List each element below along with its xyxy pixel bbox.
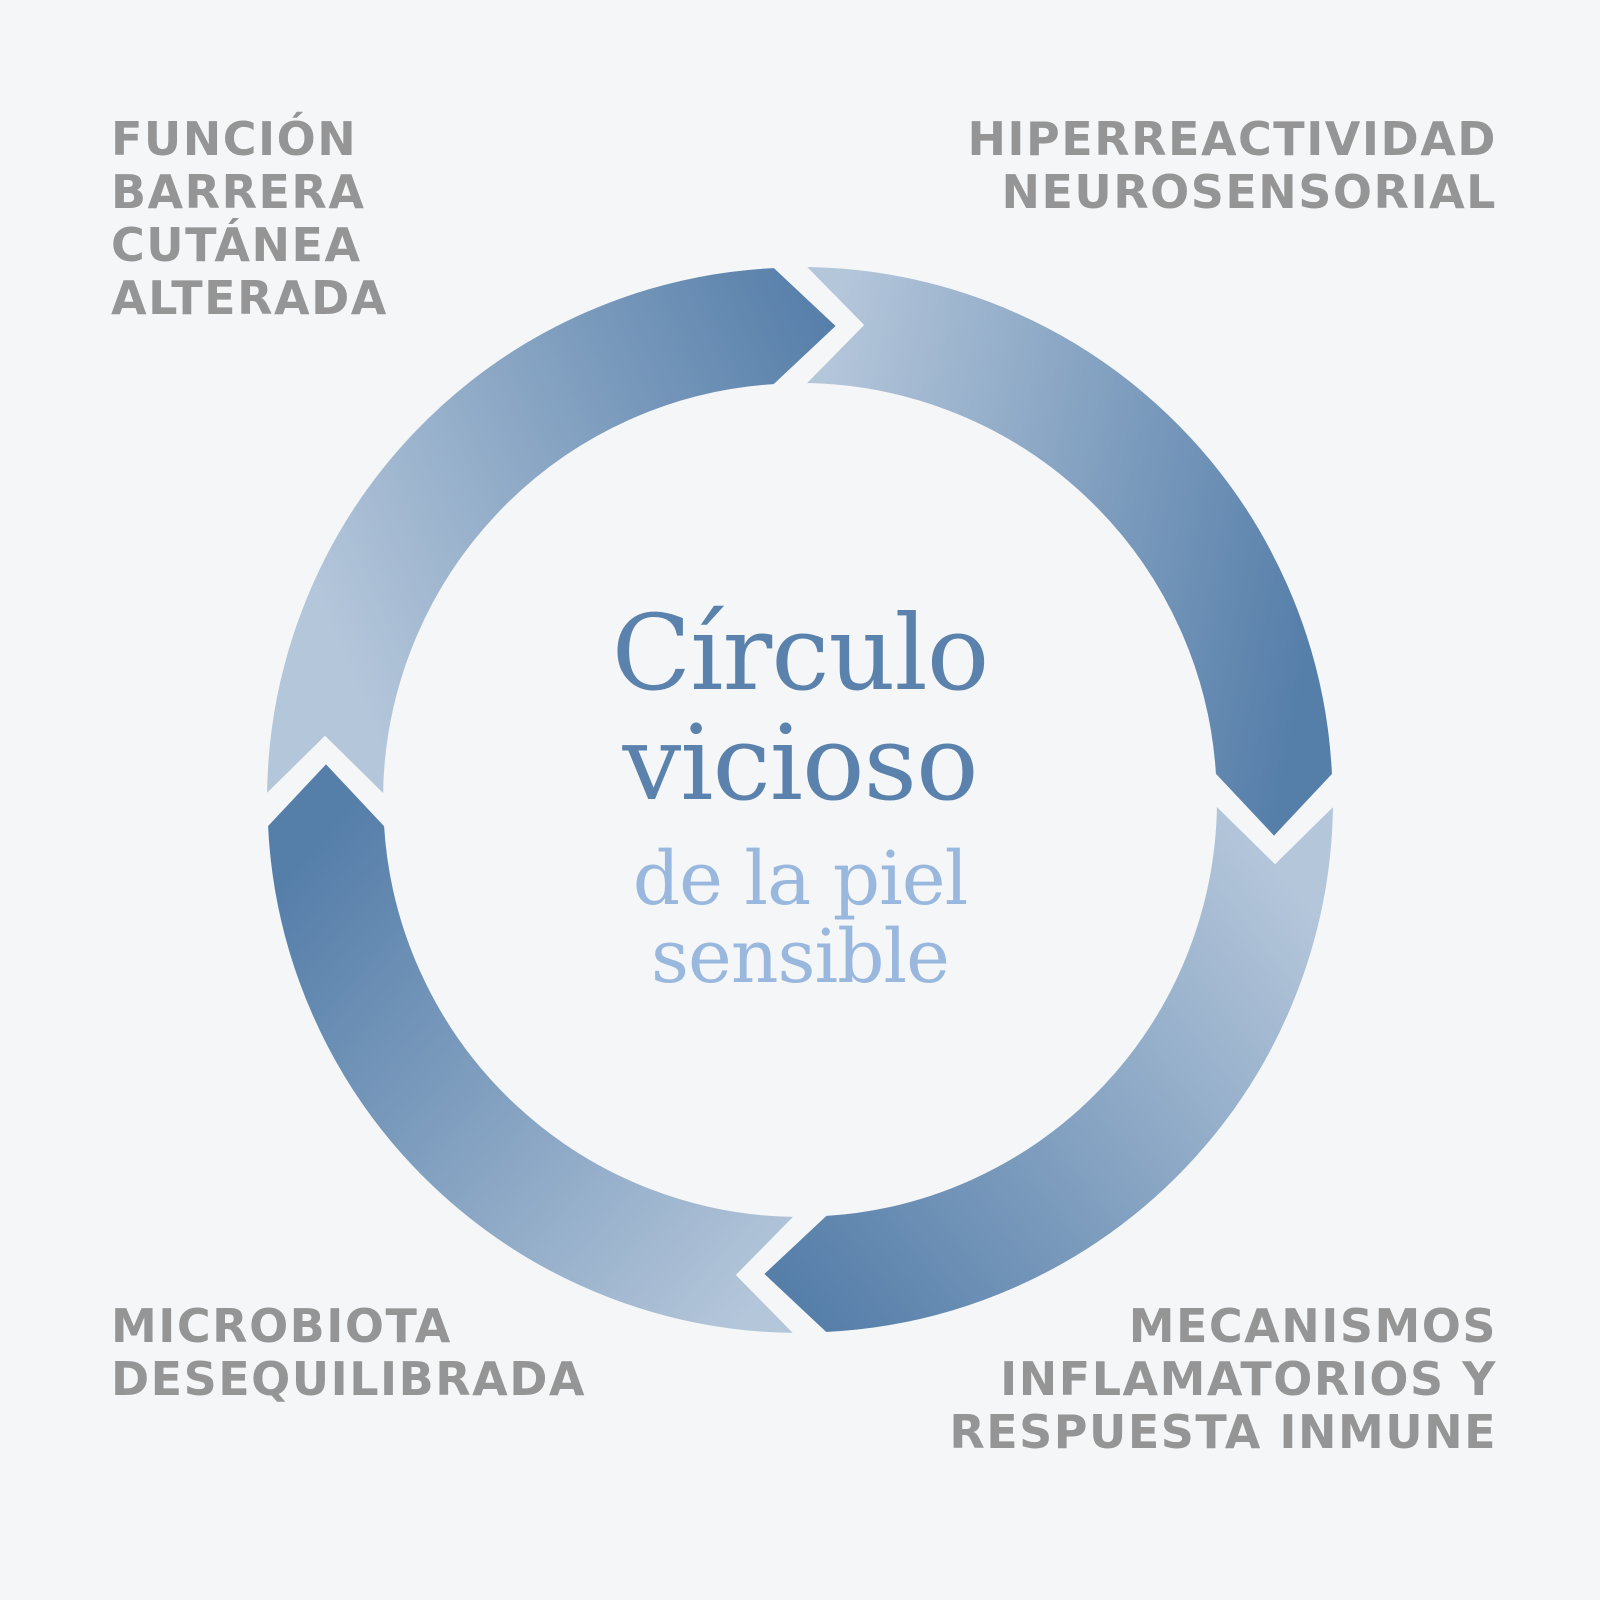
node-label-barrier-function: FUNCIÓN BARRERA CUTÁNEA ALTERADA: [111, 112, 388, 325]
node-label-microbiota: MICROBIOTA DESEQUILIBRADA: [111, 1299, 587, 1406]
center-title: Círculo vicioso: [611, 592, 990, 824]
arrow-segment-bottom-left: [261, 755, 808, 1340]
center-subtitle: de la piel sensible: [632, 836, 969, 1000]
node-label-neurosensory-hyperreactivity: HIPERREACTIVIDAD NEUROSENSORIAL: [967, 112, 1497, 219]
arrow-segment-top-right: [792, 260, 1339, 845]
arrow-segment-bottom-right: [755, 792, 1340, 1339]
arrow-segment-top-left: [260, 261, 845, 808]
node-label-inflammatory-mechanisms: MECANISMOS INFLAMATORIOS Y RESPUESTA INM…: [949, 1299, 1497, 1459]
